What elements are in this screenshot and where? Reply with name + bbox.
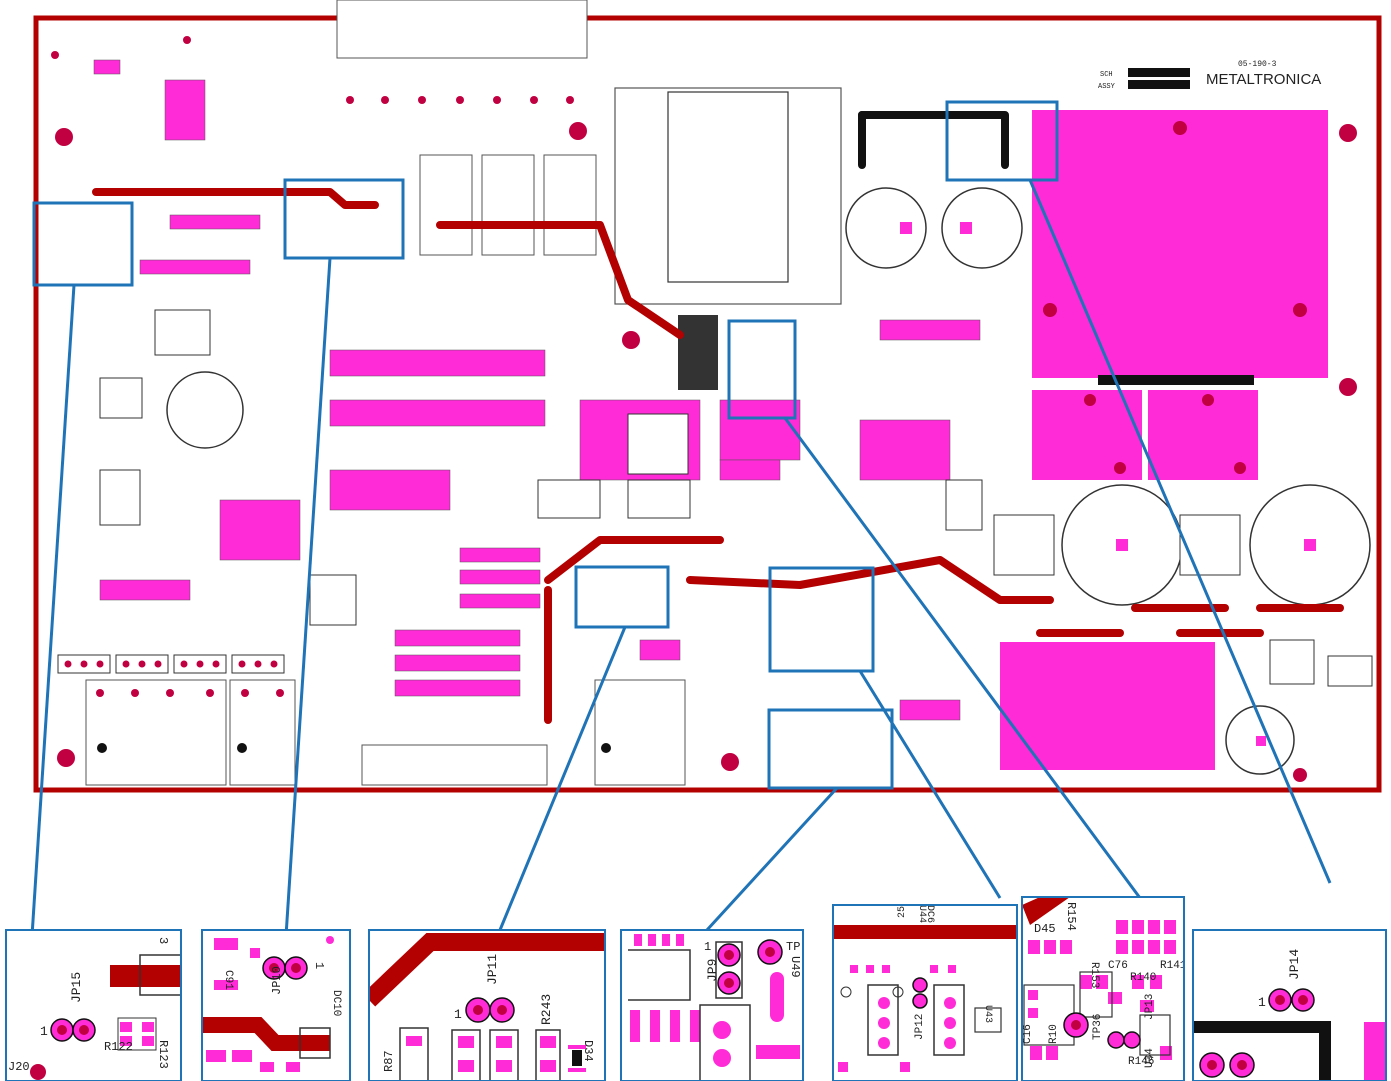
power-section xyxy=(85,0,1371,786)
jp13-c76-label: C76 xyxy=(1108,960,1128,972)
ic-chips xyxy=(99,309,1373,687)
terminal-blocks xyxy=(57,96,574,697)
jp15-r122-label: R122 xyxy=(104,1040,133,1054)
jp11-title: JP11 xyxy=(485,954,500,985)
jp11-pin1-label: 1 xyxy=(454,1007,462,1022)
marker-jp12[interactable] xyxy=(768,566,875,673)
jp13-r146-label: R146 xyxy=(1128,1056,1154,1068)
callout-markers xyxy=(32,100,1059,790)
jp13-r140-label: R140 xyxy=(1130,972,1156,984)
zoom-panel-jp9: 1 JP9 TP U49 xyxy=(620,929,804,1081)
jp9-title: JP9 xyxy=(705,959,720,982)
jp12-dc6-label: DC6 xyxy=(924,905,935,923)
jp13-r154-label: R154 xyxy=(1064,902,1078,931)
marker-jp13[interactable] xyxy=(727,319,797,420)
marker-jp9[interactable] xyxy=(767,708,894,790)
jp9-u49-label: U49 xyxy=(788,956,802,978)
trace-network xyxy=(92,111,1344,724)
jp9-tp-label: TP xyxy=(786,940,800,954)
board-code: 05-190-3 xyxy=(1238,60,1277,69)
brand-name: METALTRONICA xyxy=(1206,71,1321,88)
jp13-u34-label: U34 xyxy=(1144,1048,1156,1068)
jp14-title: JP14 xyxy=(1287,949,1302,980)
jp13-title: JP13 xyxy=(1144,994,1156,1020)
jp11-r87-label: R87 xyxy=(382,1050,396,1072)
zoom-panel-jp13: R154 D45 R153 C76 R140 R141 TP36 JP13 U3… xyxy=(1021,896,1187,1081)
jp13-r141-label: R141 xyxy=(1160,960,1187,972)
marker-jp14[interactable] xyxy=(945,100,1059,182)
jp12-u44-label: U44 xyxy=(916,905,927,923)
zoom-panel-jp11: JP11 1 R243 D34 R87 xyxy=(368,929,606,1081)
leader-lines xyxy=(30,179,1332,937)
jp13-r10-label: R10 xyxy=(1048,1024,1060,1044)
jp15-3-label: 3 xyxy=(156,937,170,944)
sch-label: SCH xyxy=(1100,71,1113,79)
jp10-pin1-label: 1 xyxy=(312,962,326,969)
jp13-c16-label: C16 xyxy=(1022,1024,1034,1044)
jp13-d45-label: D45 xyxy=(1034,922,1056,936)
jp10-title: JP10 xyxy=(270,966,284,995)
jp12-25-label: 25 xyxy=(897,906,908,918)
marker-jp10[interactable] xyxy=(283,178,405,260)
mounting-holes xyxy=(51,36,1357,782)
jp10-c91-label: C91 xyxy=(222,970,234,990)
marker-jp11[interactable] xyxy=(574,565,670,629)
jp11-r243-label: R243 xyxy=(539,994,554,1025)
zoom-panel-jp12: 25 U44 DC6 JP12 U43 xyxy=(832,904,1018,1081)
jp11-d34-label: D34 xyxy=(581,1040,595,1062)
assy-label: ASSY xyxy=(1098,83,1116,91)
zoom-panel-jp10: C91 JP10 1 DC10 xyxy=(201,929,351,1081)
jp15-r123-label: R123 xyxy=(156,1040,170,1069)
jp15-j20-label: J20 xyxy=(8,1060,30,1074)
jp14-pin1-label: 1 xyxy=(1258,995,1266,1010)
jp13-r153-label: R153 xyxy=(1088,962,1100,988)
component-rows xyxy=(93,59,981,721)
zoom-panel-jp14: JP14 1 xyxy=(1192,929,1387,1081)
jp12-title: JP12 xyxy=(914,1014,926,1040)
jp13-tp36-label: TP36 xyxy=(1092,1014,1104,1040)
jp9-pin1-label: 1 xyxy=(704,940,711,954)
zoom-panel-jp15: JP15 1 R122 R123 J20 3 xyxy=(5,929,182,1081)
marker-jp15[interactable] xyxy=(32,201,134,287)
jp10-dc10-label: DC10 xyxy=(330,990,342,1016)
jp12-u43-label: U43 xyxy=(982,1005,993,1023)
title-block: SCH ASSY 05-190-3 METALTRONICA xyxy=(1098,60,1321,91)
pcb-board: SCH ASSY 05-190-3 METALTRONICA xyxy=(33,0,1382,793)
jp15-pin1-label: 1 xyxy=(40,1024,48,1039)
jp15-title: JP15 xyxy=(69,972,84,1003)
